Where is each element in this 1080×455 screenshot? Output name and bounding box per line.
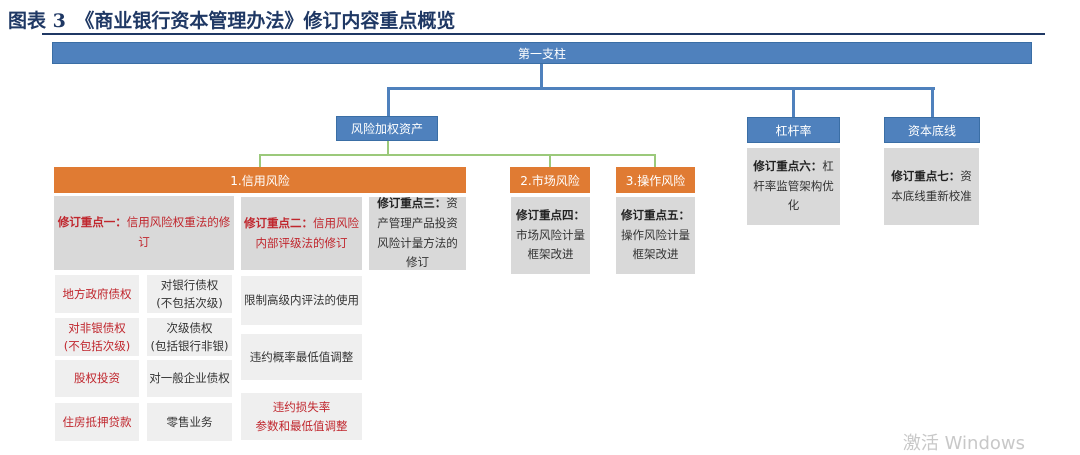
figure-title: 图表 3 《商业银行资本管理办法》修订内容重点概览 (8, 10, 456, 32)
capital-floor-node: 资本底线 (884, 117, 980, 143)
revision-point-3: 修订重点三：资产管理产品投资风险计量方法的修订 (369, 196, 466, 270)
revision-point-4: 修订重点四：市场风险计量框架改进 (511, 197, 590, 274)
connector (387, 87, 390, 116)
connector (387, 87, 935, 90)
windows-activation-watermark: 激活 Windows (902, 433, 1025, 454)
revision-point-1: 修订重点一：信用风险权重法的修订 (54, 196, 234, 270)
revision-point-5: 修订重点五：操作风险计量框架改进 (616, 197, 695, 274)
connector (387, 141, 389, 155)
revision-point-6: 修订重点六：杠杆率监管架构优化 (747, 148, 840, 225)
weight-item: 股权投资 (55, 360, 139, 397)
connector (540, 64, 543, 89)
irb-item: 限制高级内评法的使用 (241, 276, 362, 325)
irb-item: 违约概率最低值调整 (241, 334, 362, 380)
pillar-one-node: 第一支柱 (52, 42, 1032, 64)
market-risk-node: 2.市场风险 (510, 167, 590, 193)
weight-item: 零售业务 (147, 403, 232, 441)
weight-item: 对一般企业债权 (147, 360, 232, 397)
weight-item: 次级债权 (包括银行非银) (147, 318, 232, 356)
leverage-node: 杠杆率 (747, 117, 840, 143)
weight-item: 对银行债权 (不包括次级) (147, 275, 232, 313)
connector (931, 87, 934, 117)
connector (792, 87, 795, 117)
connector (259, 154, 656, 156)
connector (549, 154, 551, 167)
weight-item: 对非银债权 (不包括次级) (55, 318, 139, 356)
irb-item: 违约损失率 参数和最低值调整 (241, 393, 362, 440)
rwa-node: 风险加权资产 (336, 116, 438, 141)
weight-item: 地方政府债权 (55, 275, 139, 313)
credit-risk-node: 1.信用风险 (54, 167, 466, 193)
title-divider (42, 33, 1045, 35)
operational-risk-node: 3.操作风险 (616, 167, 695, 193)
revision-point-7: 修订重点七：资本底线重新校准 (884, 148, 979, 225)
connector (654, 154, 656, 167)
connector (259, 154, 261, 167)
revision-point-2: 修订重点二：信用风险内部评级法的修订 (241, 197, 362, 270)
weight-item: 住房抵押贷款 (55, 403, 139, 441)
